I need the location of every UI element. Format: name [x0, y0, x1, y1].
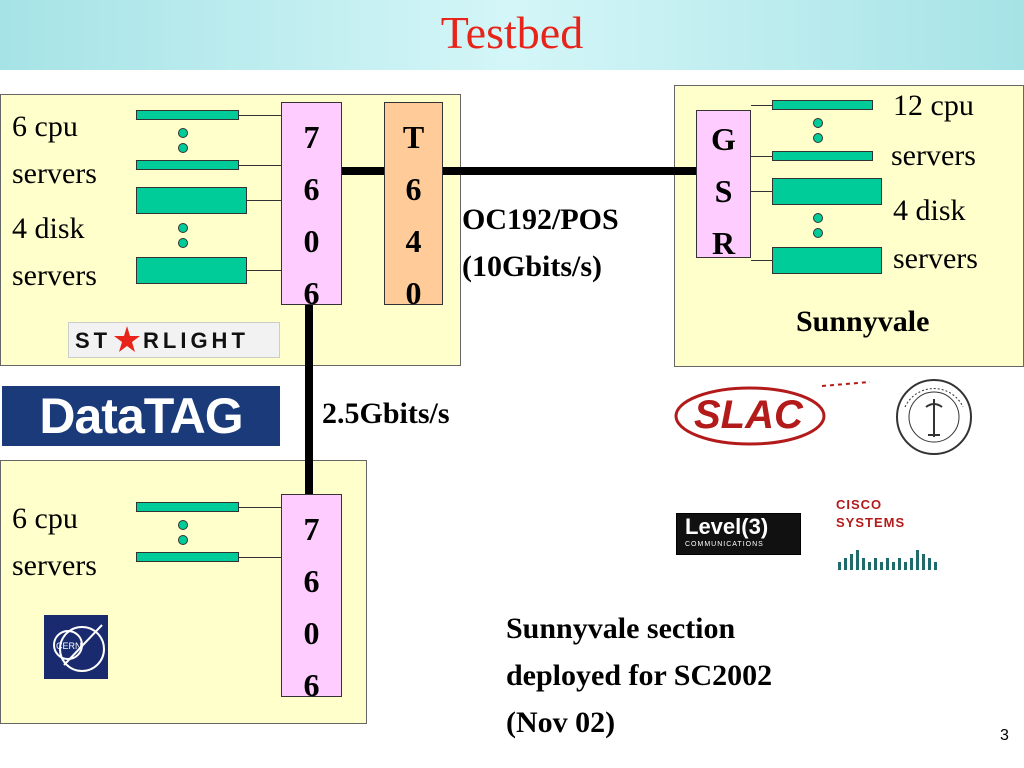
ellipsis-dot: [178, 238, 188, 248]
server-link: [751, 260, 772, 261]
router-char: 7: [303, 511, 320, 547]
router-char: 0: [303, 223, 320, 259]
server-link: [239, 557, 281, 558]
oc192-link: [341, 167, 696, 175]
ellipsis-dot: [813, 133, 823, 143]
cern-logo: CERN: [44, 615, 108, 679]
starlight-disk-label-1: 4 disk: [12, 212, 85, 245]
ellipsis-dot: [178, 520, 188, 530]
sunnyvale-cpu-label-1: 12 cpu: [893, 89, 974, 122]
level3-logo-subtext: COMMUNICATIONS: [685, 541, 764, 548]
sunnyvale-site-name: Sunnyvale: [796, 305, 930, 338]
svg-text:ST: ST: [75, 328, 111, 353]
starlight-disk-label-2: servers: [12, 259, 97, 292]
disk-server: [136, 257, 247, 284]
oc192-label-2: (10Gbits/s): [462, 250, 603, 283]
server-link: [239, 165, 281, 166]
caltech-seal-graphic: [896, 379, 972, 455]
page-number: 3: [1000, 727, 1009, 744]
server-link: [751, 191, 772, 192]
ellipsis-dot: [813, 118, 823, 128]
cpu-server: [136, 160, 239, 170]
router-char: G: [711, 121, 736, 157]
level3-logo: Level(3) COMMUNICATIONS: [676, 513, 801, 555]
server-link: [751, 156, 772, 157]
ellipsis-dot: [178, 143, 188, 153]
router-7606-cern: 7 6 0 6: [281, 494, 342, 703]
router-char: 4: [405, 223, 422, 259]
cisco-logo: CISCO SYSTEMS: [836, 496, 944, 570]
router-char: S: [714, 173, 733, 209]
disk-server: [772, 247, 882, 274]
cpu-server: [136, 110, 239, 120]
oc192-label-1: OC192/POS: [462, 203, 619, 236]
server-link: [239, 507, 281, 508]
datatag-logo-text: DataTAG: [39, 388, 243, 444]
router-gsr: G S R: [696, 110, 751, 261]
note-line-2: deployed for SC2002: [506, 659, 773, 692]
slide-title: Testbed: [440, 7, 584, 58]
datatag-logo: DataTAG: [2, 386, 280, 446]
note-line-3: (Nov 02): [506, 706, 616, 739]
level3-logo-text: Level(3): [685, 514, 769, 539]
sunnyvale-disk-label-2: servers: [893, 242, 978, 275]
cpu-server: [136, 502, 239, 512]
starlight-cpu-label-2: servers: [12, 157, 97, 190]
router-char: 6: [303, 667, 320, 703]
slac-logo: SLAC: [672, 376, 872, 456]
slac-logo-graphic: SLAC: [674, 381, 871, 446]
link-2-5g-label: 2.5Gbits/s: [322, 397, 450, 430]
sunnyvale-disk-label-1: 4 disk: [893, 194, 966, 227]
starlight-logo-graphic: ST RLIGHT: [75, 326, 249, 353]
router-char: 7: [303, 119, 320, 155]
router-char: 6: [303, 171, 320, 207]
cpu-server: [772, 151, 873, 161]
starlight-logo: ST RLIGHT: [68, 322, 280, 358]
title-bar: [0, 0, 1024, 70]
router-char: 0: [303, 615, 320, 651]
ellipsis-dot: [178, 535, 188, 545]
server-link: [751, 105, 772, 106]
link-2-5g: [305, 305, 313, 495]
sunnyvale-cpu-label-2: servers: [891, 139, 976, 172]
cisco-logo-text: CISCO SYSTEMS: [836, 497, 906, 530]
slac-logo-text: SLAC: [694, 393, 804, 437]
caltech-seal: [893, 377, 975, 457]
disk-server: [772, 178, 882, 205]
server-link: [239, 115, 281, 116]
cern-logo-text: CERN: [56, 641, 82, 651]
cpu-server: [136, 552, 239, 562]
note-line-1: Sunnyvale section: [506, 612, 736, 645]
server-link: [247, 200, 281, 201]
cpu-server: [772, 100, 873, 110]
router-t640: T 6 4 0: [384, 102, 443, 311]
ellipsis-dot: [813, 228, 823, 238]
router-char: R: [711, 225, 736, 261]
router-7606-starlight: 7 6 0 6: [281, 102, 342, 311]
router-char: 6: [303, 563, 320, 599]
cern-logo-graphic: CERN: [53, 624, 105, 672]
router-char: 6: [303, 275, 320, 311]
ellipsis-dot: [178, 128, 188, 138]
router-char: T: [402, 119, 425, 155]
server-link: [247, 270, 281, 271]
svg-text:RLIGHT: RLIGHT: [143, 328, 249, 353]
cern-cpu-label-2: servers: [12, 549, 97, 582]
router-char: 0: [405, 275, 422, 311]
router-char: 6: [405, 171, 422, 207]
cern-cpu-label-1: 6 cpu: [12, 502, 78, 535]
cisco-bars-graphic: [838, 550, 937, 570]
ellipsis-dot: [178, 223, 188, 233]
disk-server: [136, 187, 247, 214]
ellipsis-dot: [813, 213, 823, 223]
starlight-cpu-label-1: 6 cpu: [12, 110, 78, 143]
